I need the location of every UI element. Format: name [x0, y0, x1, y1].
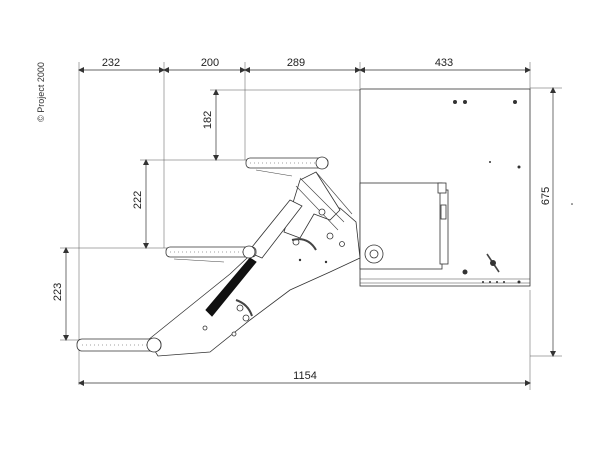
step-tread-middle: [165, 245, 257, 263]
dim-left-182: 182: [202, 111, 214, 129]
dim-top-433: 433: [435, 57, 453, 69]
left-dimensions: 182 222 223: [52, 89, 360, 341]
dim-top-232: 232: [102, 57, 120, 69]
dim-right-675: 675: [540, 187, 552, 205]
top-dimension-chain: 232 200 289 433: [78, 57, 531, 385]
step-tread-bottom: [76, 337, 162, 353]
edge-mark: [571, 203, 573, 205]
dim-top-200: 200: [201, 57, 219, 69]
dim-left-223: 223: [52, 283, 64, 301]
bottom-dimension: 1154: [78, 290, 531, 390]
step-arm-linkage: [147, 171, 361, 357]
step-tread-top: [245, 156, 329, 177]
dim-bottom-1154: 1154: [293, 370, 317, 382]
dim-top-289: 289: [287, 57, 305, 69]
wing-nut-icon: [486, 253, 500, 273]
motor-unit: [359, 182, 449, 270]
dim-left-222: 222: [132, 191, 144, 209]
ramp-strip: [205, 257, 257, 317]
copyright-text: © Project 2000: [36, 62, 46, 122]
right-dimension: 675: [530, 87, 562, 357]
